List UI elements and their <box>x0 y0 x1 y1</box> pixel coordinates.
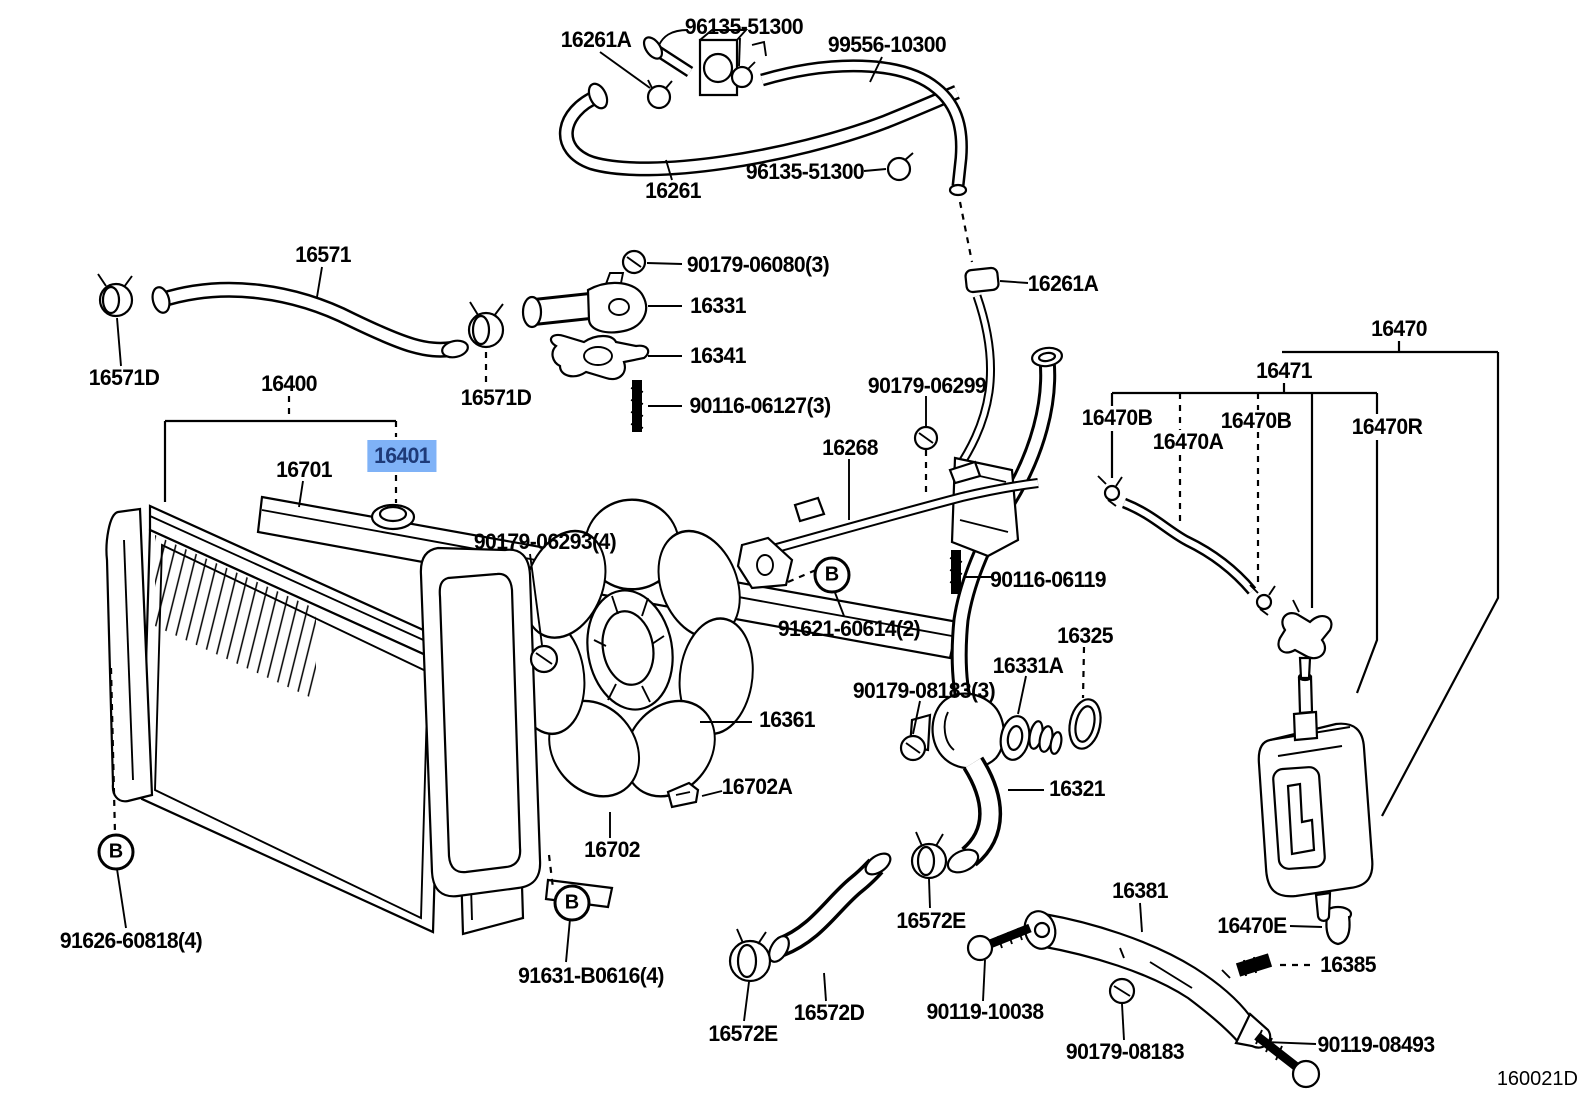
part-label-16331-8[interactable]: 16331 <box>690 293 746 318</box>
part-label-16261a-1[interactable]: 16261A <box>560 27 632 52</box>
part-label-16470-9[interactable]: 16470 <box>1371 316 1427 341</box>
callout-circle-b-1[interactable]: B <box>97 833 135 871</box>
part-label-16261a-7[interactable]: 16261A <box>1027 271 1099 296</box>
part-label-16401-22[interactable]: 16401 <box>367 440 437 472</box>
part-label-16361-30[interactable]: 16361 <box>759 707 815 732</box>
part-label-91626-60818(4)-37[interactable]: 91626-60818(4) <box>59 928 203 953</box>
part-label-90119-08493-44[interactable]: 90119-08493 <box>1317 1032 1436 1057</box>
part-label-16701-23[interactable]: 16701 <box>276 457 332 482</box>
part-label-90179-06299-14[interactable]: 90179-06299 <box>867 373 987 398</box>
diagram-code: 160021D <box>1496 1068 1578 1090</box>
part-label-16571d-15[interactable]: 16571D <box>460 385 532 410</box>
part-label-16341-10[interactable]: 16341 <box>690 343 746 368</box>
callout-circle-b-0[interactable]: B <box>813 556 851 594</box>
part-label-16331a-28[interactable]: 16331A <box>992 653 1064 678</box>
part-label-91631-b0616(4)-39[interactable]: 91631-B0616(4) <box>518 963 664 988</box>
part-label-96135-51300-0[interactable]: 96135-51300 <box>684 14 804 39</box>
part-label-16572e-35[interactable]: 16572E <box>896 908 966 933</box>
part-label-90179-06293(4)-24[interactable]: 90179-06293(4) <box>473 529 617 554</box>
part-label-99556-10300-2[interactable]: 99556-10300 <box>827 32 947 57</box>
part-label-90179-06080(3)-6[interactable]: 90179-06080(3) <box>686 252 830 277</box>
part-label-90116-06119-25[interactable]: 90116-06119 <box>990 567 1106 592</box>
part-label-90119-10038-41[interactable]: 90119-10038 <box>926 999 1045 1024</box>
part-label-90179-08183-43[interactable]: 90179-08183 <box>1065 1039 1185 1064</box>
part-label-16385-38[interactable]: 16385 <box>1320 952 1376 977</box>
part-label-16702-33[interactable]: 16702 <box>584 837 640 862</box>
part-label-16325-27[interactable]: 16325 <box>1057 623 1113 648</box>
part-label-16571d-11[interactable]: 16571D <box>88 365 160 390</box>
part-label-16571-5[interactable]: 16571 <box>295 242 351 267</box>
part-label-16261-3[interactable]: 16261 <box>645 178 701 203</box>
part-label-16268-21[interactable]: 16268 <box>822 435 878 460</box>
part-label-91621-60614(2)-26[interactable]: 91621-60614(2) <box>777 616 921 641</box>
part-label-16471-12[interactable]: 16471 <box>1256 358 1312 383</box>
part-label-16572e-42[interactable]: 16572E <box>708 1021 778 1046</box>
part-label-16470b-17[interactable]: 16470B <box>1081 405 1153 430</box>
part-label-16702a-32[interactable]: 16702A <box>721 774 793 799</box>
callout-circle-b-2[interactable]: B <box>553 884 591 922</box>
part-label-90179-08183(3)-29[interactable]: 90179-08183(3) <box>852 678 996 703</box>
part-label-96135-51300-4[interactable]: 96135-51300 <box>745 159 865 184</box>
part-label-16321-31[interactable]: 16321 <box>1049 776 1105 801</box>
part-label-16400-13[interactable]: 16400 <box>261 371 317 396</box>
part-label-16470b-18[interactable]: 16470B <box>1220 408 1292 433</box>
part-label-16470a-20[interactable]: 16470A <box>1152 429 1224 454</box>
part-label-90116-06127(3)-16[interactable]: 90116-06127(3) <box>689 393 831 418</box>
part-label-16470r-19[interactable]: 16470R <box>1351 414 1423 439</box>
part-label-16572d-40[interactable]: 16572D <box>793 1000 865 1025</box>
part-label-16381-34[interactable]: 16381 <box>1112 878 1168 903</box>
part-label-16470e-36[interactable]: 16470E <box>1217 913 1287 938</box>
